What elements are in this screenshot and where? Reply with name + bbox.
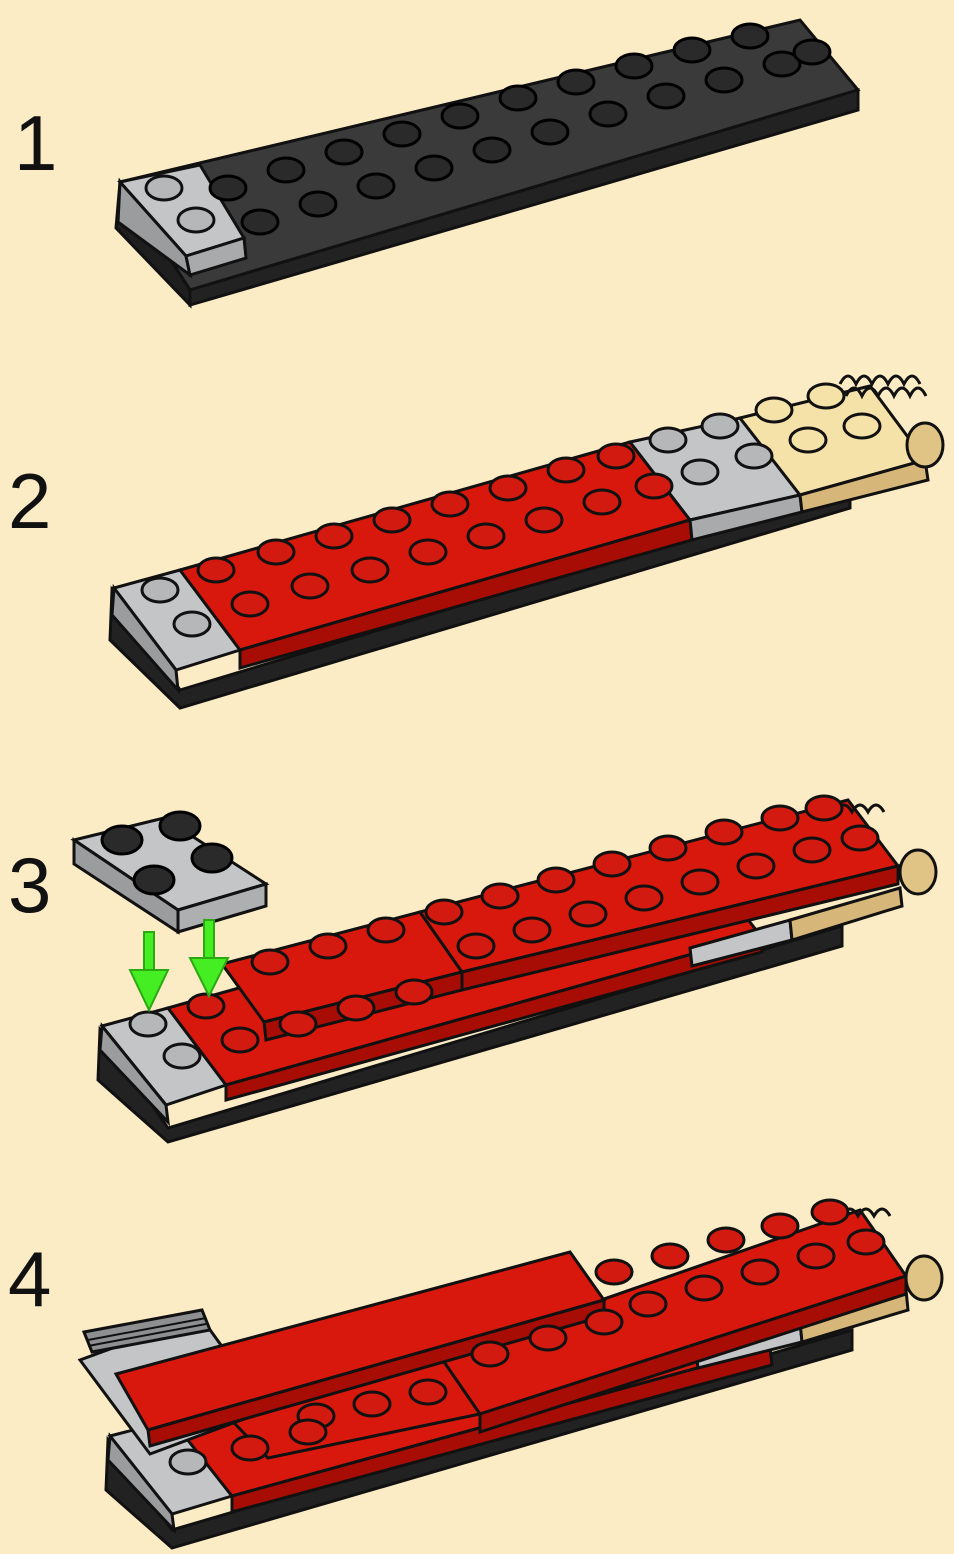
down-arrow-icon [190,920,228,996]
gray-2x2-plate [74,812,266,932]
hinge-end [907,423,943,467]
step-1-assembly [116,20,858,305]
step-2-assembly [110,376,943,708]
step-3-assembly [74,796,936,1142]
step-4-assembly [80,1200,942,1548]
down-arrow-icon [130,932,168,1010]
